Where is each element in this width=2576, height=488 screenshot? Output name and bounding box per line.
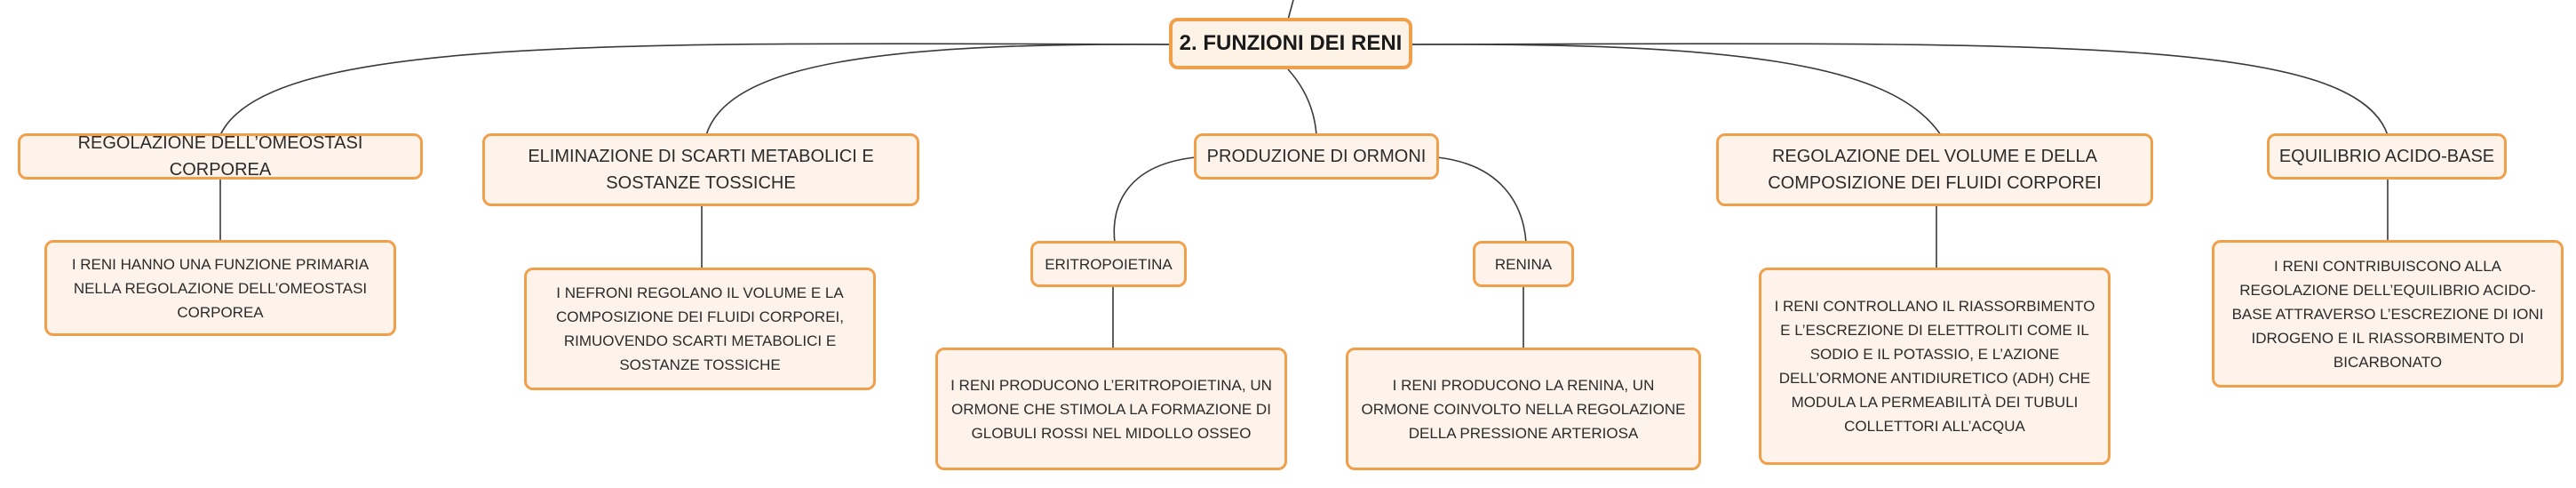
detail-scarti-text: I NEFRONI REGOLANO IL VOLUME E LA COMPOS…	[556, 284, 844, 373]
topic-omeostasi[interactable]: REGOLAZIONE DELL’OMEOSTASI CORPOREA	[18, 133, 423, 180]
detail-omeostasi[interactable]: I RENI HANNO UNA FUNZIONE PRIMARIA NELLA…	[44, 240, 396, 336]
detail-fluidi-text: I RENI CONTROLLANO IL RIASSORBIMENTO E L…	[1774, 298, 2095, 435]
topic-acido-base-label: EQUILIBRIO ACIDO-BASE	[2278, 147, 2495, 166]
subtopic-renina-label: RENINA	[1494, 255, 1553, 273]
connector-root-acido	[1410, 43, 2389, 136]
topic-scarti[interactable]: ELIMINAZIONE DI SCARTI METABOLICI E SOST…	[482, 133, 919, 206]
subtopic-eritropoietina[interactable]: ERITROPOIETINA	[1030, 241, 1187, 287]
topic-scarti-label: ELIMINAZIONE DI SCARTI METABOLICI E SOST…	[528, 147, 874, 193]
topic-ormoni-label: PRODUZIONE DI ORMONI	[1206, 147, 1427, 166]
detail-scarti[interactable]: I NEFRONI REGOLANO IL VOLUME E LA COMPOS…	[524, 268, 876, 390]
connector-ormoni-eritropoietina	[1113, 156, 1197, 244]
topic-ormoni[interactable]: PRODUZIONE DI ORMONI	[1194, 133, 1439, 180]
detail-fluidi[interactable]: I RENI CONTROLLANO IL RIASSORBIMENTO E L…	[1759, 268, 2111, 465]
detail-acido-base[interactable]: I RENI CONTRIBUISCONO ALLA REGOLAZIONE D…	[2212, 240, 2564, 388]
topic-acido-base[interactable]: EQUILIBRIO ACIDO-BASE	[2267, 133, 2507, 180]
connector-root-scarti	[705, 44, 1172, 136]
detail-omeostasi-text: I RENI HANNO UNA FUNZIONE PRIMARIA NELLA…	[71, 255, 370, 321]
connector-root-ormoni	[1287, 68, 1317, 136]
subtopic-renina[interactable]: RENINA	[1473, 241, 1574, 287]
detail-acido-base-text: I RENI CONTRIBUISCONO ALLA REGOLAZIONE D…	[2231, 257, 2544, 371]
central-topic-label: 2. FUNZIONI DEI RENI	[1179, 31, 1403, 55]
detail-renina-text: I RENI PRODUCONO LA RENINA, UN ORMONE CO…	[1361, 376, 1686, 442]
topic-omeostasi-label: REGOLAZIONE DELL’OMEOSTASI CORPOREA	[77, 133, 363, 180]
topic-fluidi-label: REGOLAZIONE DEL VOLUME E DELLA COMPOSIZI…	[1768, 147, 2102, 193]
subtopic-eritropoietina-label: ERITROPOIETINA	[1045, 255, 1173, 273]
detail-eritropoietina[interactable]: I RENI PRODUCONO L’ERITROPOIETINA, UN OR…	[935, 348, 1287, 470]
connector-root-fluidi	[1410, 44, 1942, 136]
central-topic[interactable]: 2. FUNZIONI DEI RENI	[1169, 18, 1412, 69]
topic-fluidi[interactable]: REGOLAZIONE DEL VOLUME E DELLA COMPOSIZI…	[1716, 133, 2153, 206]
connector-ormoni-renina	[1436, 156, 1527, 244]
connector-parent-root	[1287, 0, 1294, 20]
connector-root-omeostasi	[219, 43, 1172, 136]
detail-renina[interactable]: I RENI PRODUCONO LA RENINA, UN ORMONE CO…	[1346, 348, 1701, 470]
detail-eritropoietina-text: I RENI PRODUCONO L’ERITROPOIETINA, UN OR…	[950, 376, 1272, 442]
